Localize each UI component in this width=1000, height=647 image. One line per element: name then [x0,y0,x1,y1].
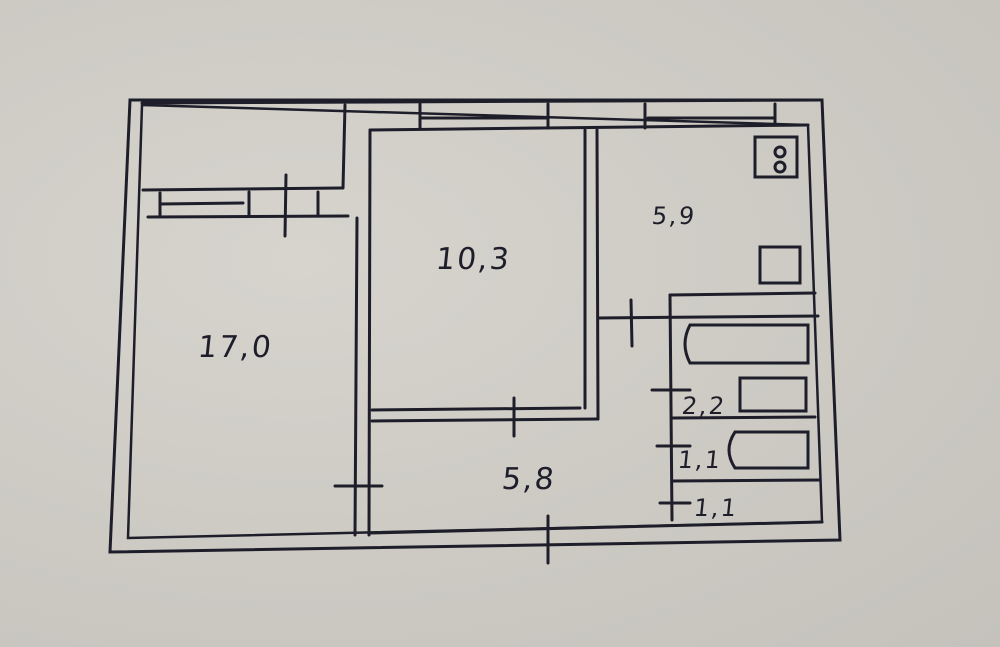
room-area-living: 17,0 [196,330,275,365]
washbasin [738,376,808,413]
toilet-bowl [727,430,810,470]
room-area-bathroom: 2,2 [680,392,728,420]
room-area-toilet: 1,1 [676,446,724,474]
sink [758,245,802,285]
stove [753,135,799,179]
room-area-hallway: 5,8 [500,462,558,497]
room-area-kitchen: 5,9 [650,202,698,230]
room-area-storage: 1,1 [692,494,740,522]
bathtub [683,323,810,365]
room-area-bedroom: 10,3 [434,242,513,277]
